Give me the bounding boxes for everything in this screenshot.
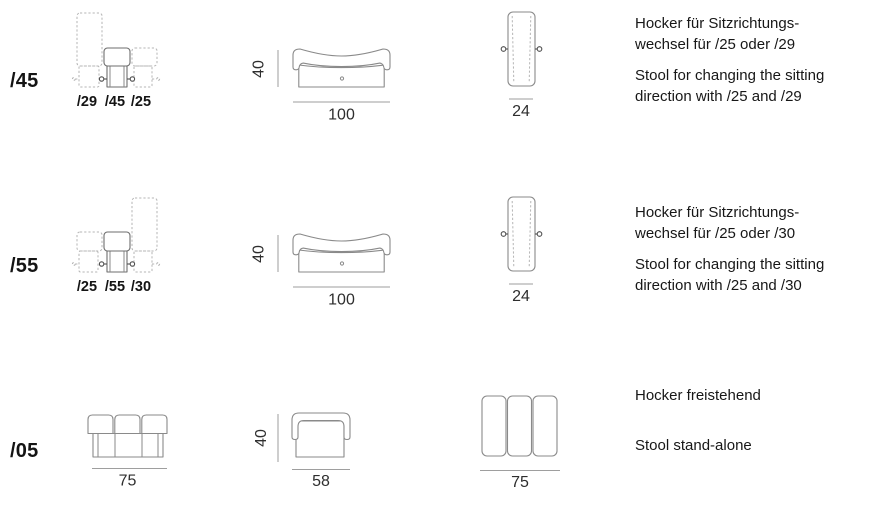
text-line: wechsel für /25 oder /30 [635,225,796,242]
stool-05-top-view: 75 [470,390,570,495]
text-line: Stool stand-alone [635,437,752,454]
dimension-height: 40 [251,245,268,263]
module-label: /25 [131,94,151,110]
connector-icon [129,261,136,267]
dimension-width: 75 [119,473,137,490]
text-line: direction with /25 and /29 [635,88,802,105]
adjacent-module-dashed-shapes [71,12,161,88]
stool-05-side-view: 40 58 [255,405,365,495]
dimension-width: 100 [328,292,355,309]
module-label: /55 [105,279,125,295]
description-de-05: Hocker freistehend [635,385,761,406]
dimension-width: 58 [312,473,330,490]
dimension-height: 40 [255,429,270,447]
stool-45-front-view: 40 100 [250,40,410,135]
module-label: /25 [77,279,97,295]
button-detail [339,261,345,266]
text-line: Stool for changing the sitting [635,67,825,84]
adjacent-module-dashed-shapes [71,197,161,273]
dimension-depth: 24 [512,288,530,305]
product-code-05: /05 [10,440,39,462]
button-detail [339,76,345,81]
description-en-45: Stool for changing the sitting direction… [635,65,824,107]
text-line: Hocker freistehend [635,387,761,404]
connector-icon [129,76,136,82]
module-label: /45 [105,94,125,110]
connector-icon [536,46,543,52]
stool-45-configuration-diagram: /29 /45 /25 [70,8,170,112]
module-label: /29 [77,94,97,110]
stool-solid-shape [98,231,136,273]
stool-45-side-view: 24 [488,5,558,125]
dimension-depth: 24 [512,103,530,120]
description-de-45: Hocker für Sitzrichtungs- wechsel für /2… [635,13,799,55]
text-line: Hocker für Sitzrichtungs- [635,204,800,221]
stool-05-front-view: 75 [80,405,180,495]
text-line: Stool for changing the sitting [635,256,825,273]
stool-55-side-view: 24 [488,190,558,310]
connector-icon [98,261,105,267]
text-line: Hocker für Sitzrichtungs- [635,15,800,32]
text-line: direction with /25 and /30 [635,277,802,294]
connector-icon [98,76,105,82]
stool-55-configuration-diagram: /25 /55 /30 [70,193,170,297]
connector-icon [500,231,507,237]
product-code-55: /55 [10,255,39,277]
dimension-height: 40 [251,60,268,78]
product-code-45: /45 [10,70,39,92]
stool-55-front-view: 40 100 [250,225,410,320]
module-label: /30 [131,279,151,295]
dimension-width: 100 [328,107,355,124]
description-en-55: Stool for changing the sitting direction… [635,254,824,296]
description-de-55: Hocker für Sitzrichtungs- wechsel für /2… [635,202,799,244]
dimension-width: 75 [511,474,529,491]
stool-solid-shape [98,47,136,88]
text-line: wechsel für /25 oder /29 [635,36,796,53]
connector-icon [500,46,507,52]
description-en-05: Stool stand-alone [635,435,752,456]
connector-icon [536,231,543,237]
